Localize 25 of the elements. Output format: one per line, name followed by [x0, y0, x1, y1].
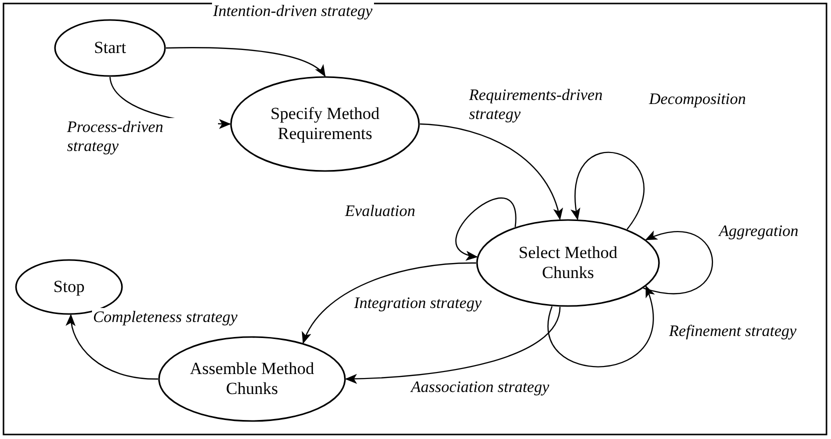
- arrow: [166, 47, 326, 77]
- state-label: Start: [94, 38, 126, 58]
- state-label: Specify Method Requirements: [269, 104, 381, 144]
- arrow: [302, 262, 476, 344]
- state-ellipse: [54, 19, 166, 77]
- edge-label: Aggregation: [718, 222, 800, 242]
- edge-label: Intention-driven strategy: [212, 2, 374, 22]
- state-ellipse: [230, 76, 420, 172]
- state-label: Stop: [53, 276, 85, 298]
- edge-label: Completeness strategy: [92, 308, 238, 328]
- loop-arrow: [547, 285, 654, 368]
- state-ellipse: [158, 336, 346, 422]
- edge-label: Integration strategy: [353, 294, 483, 314]
- arrow: [345, 306, 561, 384]
- state-label: Select Method Chunks: [518, 242, 618, 284]
- loop-arrow: [455, 198, 516, 259]
- edge-label: Decomposition: [648, 90, 747, 110]
- edge-label: Process-driven strategy: [66, 118, 218, 156]
- arrow: [66, 314, 158, 380]
- edge-label: Refinement strategy: [668, 322, 798, 342]
- edge-label: Aassociation strategy: [410, 378, 550, 398]
- loop-arrow: [571, 152, 644, 230]
- state-label: Assemble Method Chunks: [188, 358, 316, 400]
- arrow: [420, 123, 562, 220]
- loop-arrow: [643, 231, 713, 294]
